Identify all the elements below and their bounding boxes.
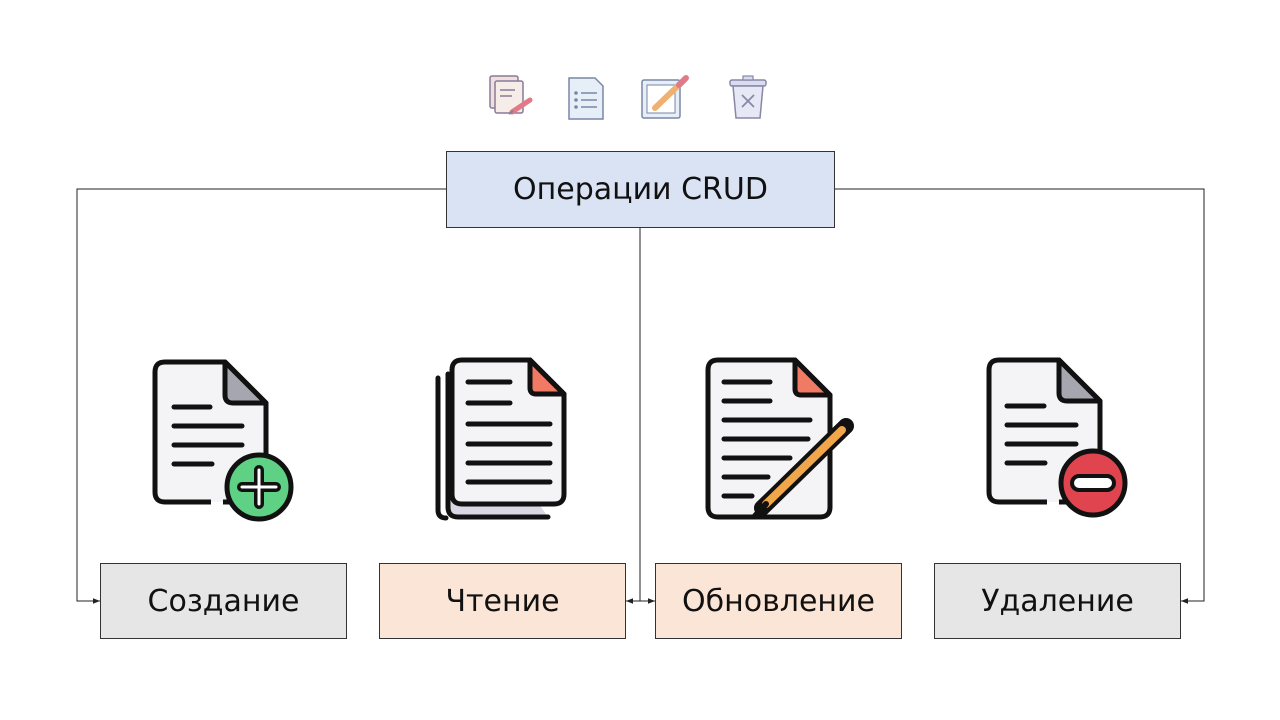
copy-edit-icon — [489, 75, 533, 115]
crud-root-node: Операции CRUD — [446, 151, 835, 228]
notepad-pencil-icon — [641, 75, 689, 119]
delete-node: Удаление — [934, 563, 1181, 639]
connector-create — [76, 188, 446, 604]
update-node: Обновление — [655, 563, 902, 639]
trash-icon — [729, 75, 767, 119]
file-stack-icon — [435, 357, 567, 521]
file-remove-icon — [986, 357, 1128, 518]
file-add-icon — [152, 359, 294, 522]
checklist-icon — [568, 77, 604, 120]
read-node: Чтение — [379, 563, 626, 639]
file-edit-icon — [705, 357, 854, 520]
connector-delete — [835, 188, 1205, 604]
create-node: Создание — [100, 563, 347, 639]
